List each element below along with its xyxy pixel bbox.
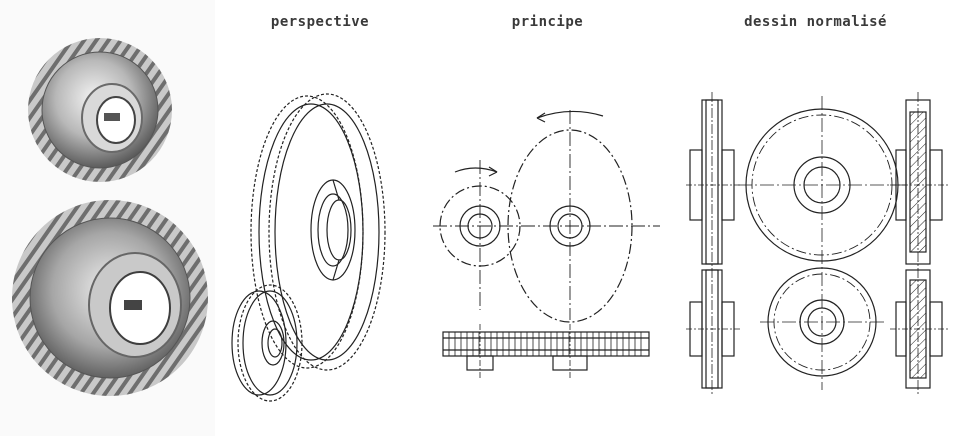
front-view-gears [738, 96, 908, 390]
principe-caption: principe [511, 14, 584, 30]
gear-photo-illustration [0, 0, 215, 436]
small-gear-perspective [231, 284, 303, 402]
gear-side-view-strip [442, 324, 650, 378]
section-view-right [890, 92, 950, 396]
principe-diagram [433, 110, 660, 378]
large-gear-perspective [250, 93, 386, 371]
dessin-normalise-panel: dessin normalisé [670, 0, 961, 436]
small-gear-photo [28, 38, 172, 182]
arrowhead-left-icon [536, 112, 546, 123]
side-view-left [686, 92, 740, 396]
perspective-panel: perspective [215, 0, 425, 436]
perspective-caption: perspective [270, 14, 370, 30]
dessin-normalise-caption: dessin normalisé [744, 14, 887, 30]
large-gear-photo [12, 200, 208, 396]
dessin-normalise-drawing [686, 92, 950, 396]
gear-photo-panel [0, 0, 215, 436]
perspective-drawing [231, 93, 386, 402]
arrowhead-right-icon [488, 166, 498, 177]
principe-panel: principe [425, 0, 670, 436]
small-gear-rotation-arrow [454, 167, 498, 173]
